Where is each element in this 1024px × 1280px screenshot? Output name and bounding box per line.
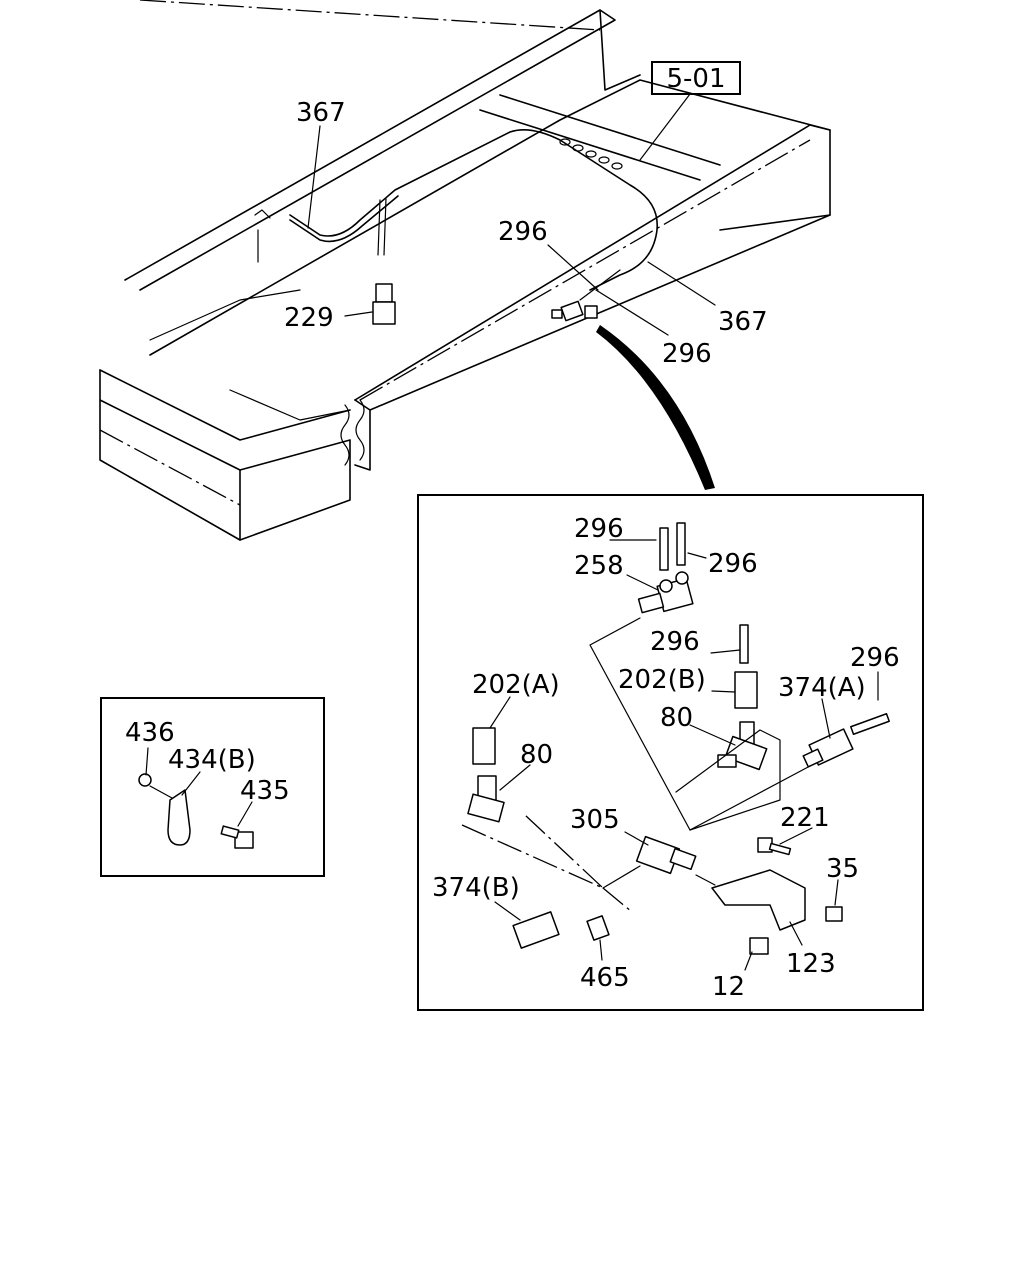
label-202b: 202(B) [618, 665, 706, 695]
label-229: 229 [284, 303, 334, 333]
label-258: 258 [574, 551, 624, 581]
part-374a-connector [802, 728, 854, 768]
label-296-d: 296 [850, 643, 900, 673]
detail-leader-lines [461, 539, 879, 971]
label-374a: 374(A) [778, 673, 866, 703]
pipe-stubs [659, 522, 890, 736]
label-12: 12 [712, 972, 745, 1002]
detail-box [417, 494, 924, 1011]
label-296-a: 296 [574, 514, 624, 544]
label-296-main: 296 [498, 217, 548, 247]
label-35: 35 [826, 854, 859, 884]
part-202-nuts [472, 671, 758, 765]
part-229-fitting [372, 283, 396, 325]
part-80-elbows [467, 721, 768, 823]
label-465: 465 [580, 963, 630, 993]
label-123: 123 [786, 949, 836, 979]
label-80-right: 80 [660, 703, 693, 733]
label-436: 436 [125, 718, 175, 748]
reference-box-5-01: 5-01 [639, 61, 741, 161]
label-80-left: 80 [520, 740, 553, 770]
detail-arrow [596, 325, 715, 490]
part-258-tee [637, 571, 694, 614]
label-305: 305 [570, 805, 620, 835]
bracket-hardware [711, 837, 843, 955]
label-435: 435 [240, 776, 290, 806]
label-296-c: 296 [650, 627, 700, 657]
reference-box-label: 5-01 [666, 64, 725, 94]
part-305-tee [635, 835, 697, 875]
clip-detail-box [100, 697, 325, 877]
clip-parts [138, 747, 254, 849]
label-296-main2: 296 [662, 339, 712, 369]
label-367-top: 367 [296, 98, 346, 128]
brake-pipe-assembly [254, 129, 659, 301]
label-202a: 202(A) [472, 670, 560, 700]
label-367-right: 367 [718, 307, 768, 337]
junction-fittings [551, 300, 598, 322]
label-296-b: 296 [708, 549, 758, 579]
label-221: 221 [780, 803, 830, 833]
chassis-frame [99, 0, 831, 541]
label-374b: 374(B) [432, 873, 520, 903]
top-leader-lines [307, 125, 716, 336]
part-374b-465 [512, 911, 610, 949]
label-434b: 434(B) [168, 745, 256, 775]
